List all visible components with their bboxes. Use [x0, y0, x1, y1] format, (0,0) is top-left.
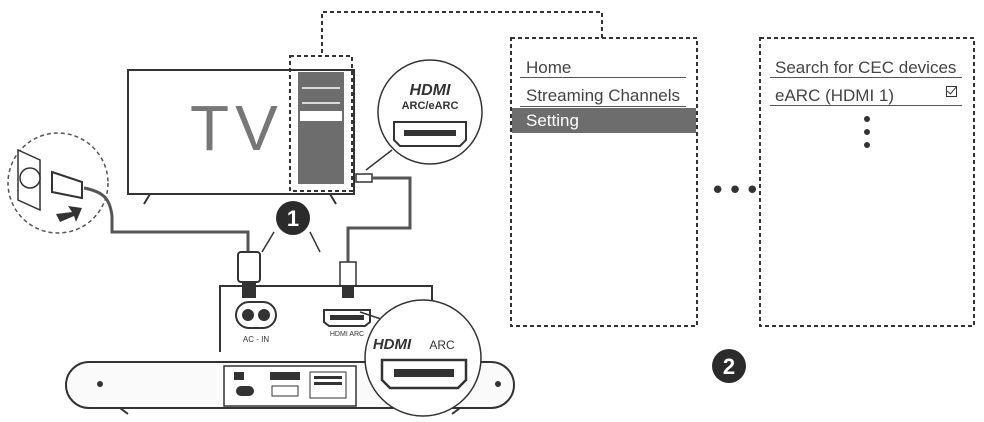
menu-divider: [520, 77, 686, 78]
arc-earc-label: ARC/eARC: [402, 100, 459, 112]
menu-item-home[interactable]: Home: [526, 58, 572, 77]
hdmi-earc-callout: HDMI ARC/eARC: [365, 59, 483, 171]
hdmi-logo: HDMI: [373, 336, 412, 353]
sub-menu-box: [759, 37, 975, 327]
menu-divider: [520, 106, 686, 107]
step-2-badge: 2: [712, 349, 746, 383]
menu-item-setting-label: Setting: [526, 111, 579, 130]
more-vertical-icon: [864, 116, 870, 155]
menu-item-setting-selected[interactable]: Setting: [512, 108, 696, 133]
main-menu-box: [510, 37, 698, 327]
menu-item-earc-hdmi1[interactable]: eARC (HDMI 1): [775, 86, 895, 105]
menu-item-streaming-channels[interactable]: Streaming Channels: [526, 86, 681, 105]
arrow-icon: [56, 206, 82, 222]
tv-menu-panel: [289, 55, 353, 192]
hdmi-cable: [339, 173, 412, 298]
soundbar-back-panel: AC - IN HDMI ARC: [219, 285, 433, 352]
ac-in-label: AC - IN: [243, 335, 269, 344]
hdmi-arc-callout: HDMI ARC: [359, 299, 482, 417]
menu-divider: [770, 105, 962, 106]
earc-checkbox[interactable]: [946, 86, 957, 97]
svg-text:1: 1: [287, 206, 299, 231]
tv-label: TV: [190, 92, 284, 164]
ellipsis-icon: •••: [710, 176, 763, 206]
power-plug: [237, 251, 261, 298]
power-cable: [83, 186, 250, 252]
menu-divider: [770, 77, 962, 78]
step-1-badge: 1: [261, 201, 321, 253]
hdmi-arc-port-label: HDMI ARC: [330, 331, 364, 338]
svg-text:2: 2: [723, 354, 735, 379]
hdmi-logo: HDMI: [410, 82, 451, 99]
wall-outlet: [7, 132, 109, 234]
arc-label: ARC: [429, 338, 455, 352]
menu-item-search-cec-devices[interactable]: Search for CEC devices: [775, 58, 957, 77]
